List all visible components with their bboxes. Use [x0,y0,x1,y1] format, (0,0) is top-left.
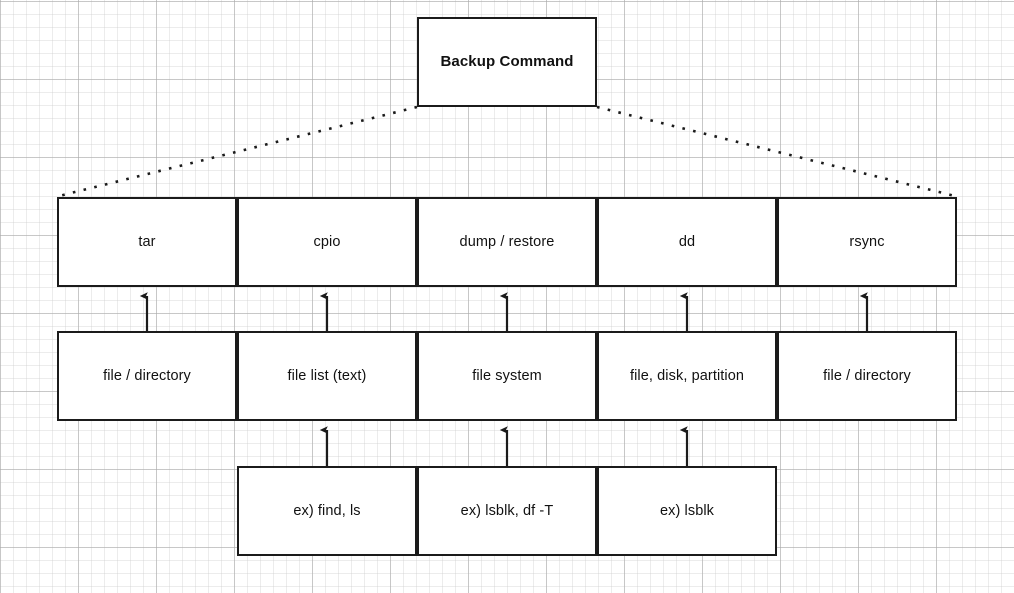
node-commands-3[interactable]: dd [597,197,777,287]
node-targets-2[interactable]: file system [417,331,597,421]
node-label: file / directory [103,367,191,384]
node-label: file / directory [823,367,911,384]
node-label: cpio [313,233,341,250]
node-label: Backup Command [440,52,574,70]
node-commands-2[interactable]: dump / restore [417,197,597,287]
node-label: ex) find, ls [293,502,361,519]
node-label: file system [472,367,542,384]
root-to-left-branch [58,105,418,198]
node-commands-1[interactable]: cpio [237,197,417,287]
node-commands-0[interactable]: tar [57,197,237,287]
root-to-right-branch [596,105,956,198]
node-label: ex) lsblk, df -T [460,502,554,519]
node-backup-command[interactable]: Backup Command [417,17,597,107]
node-label: dd [678,233,696,250]
dotted-connectors [58,105,956,198]
node-targets-4[interactable]: file / directory [777,331,957,421]
node-label: tar [138,233,156,250]
node-commands-4[interactable]: rsync [777,197,957,287]
arrows-examples-to-targets [319,426,689,466]
node-label: file list (text) [287,367,367,384]
node-label: rsync [849,233,885,250]
node-label: file, disk, partition [629,367,745,384]
node-examples-0[interactable]: ex) find, ls [237,466,417,556]
node-examples-2[interactable]: ex) lsblk [597,466,777,556]
node-targets-3[interactable]: file, disk, partition [597,331,777,421]
node-targets-0[interactable]: file / directory [57,331,237,421]
node-label: dump / restore [459,233,555,250]
node-label: ex) lsblk [659,502,715,519]
arrows-targets-to-commands [139,292,869,331]
node-targets-1[interactable]: file list (text) [237,331,417,421]
node-examples-1[interactable]: ex) lsblk, df -T [417,466,597,556]
